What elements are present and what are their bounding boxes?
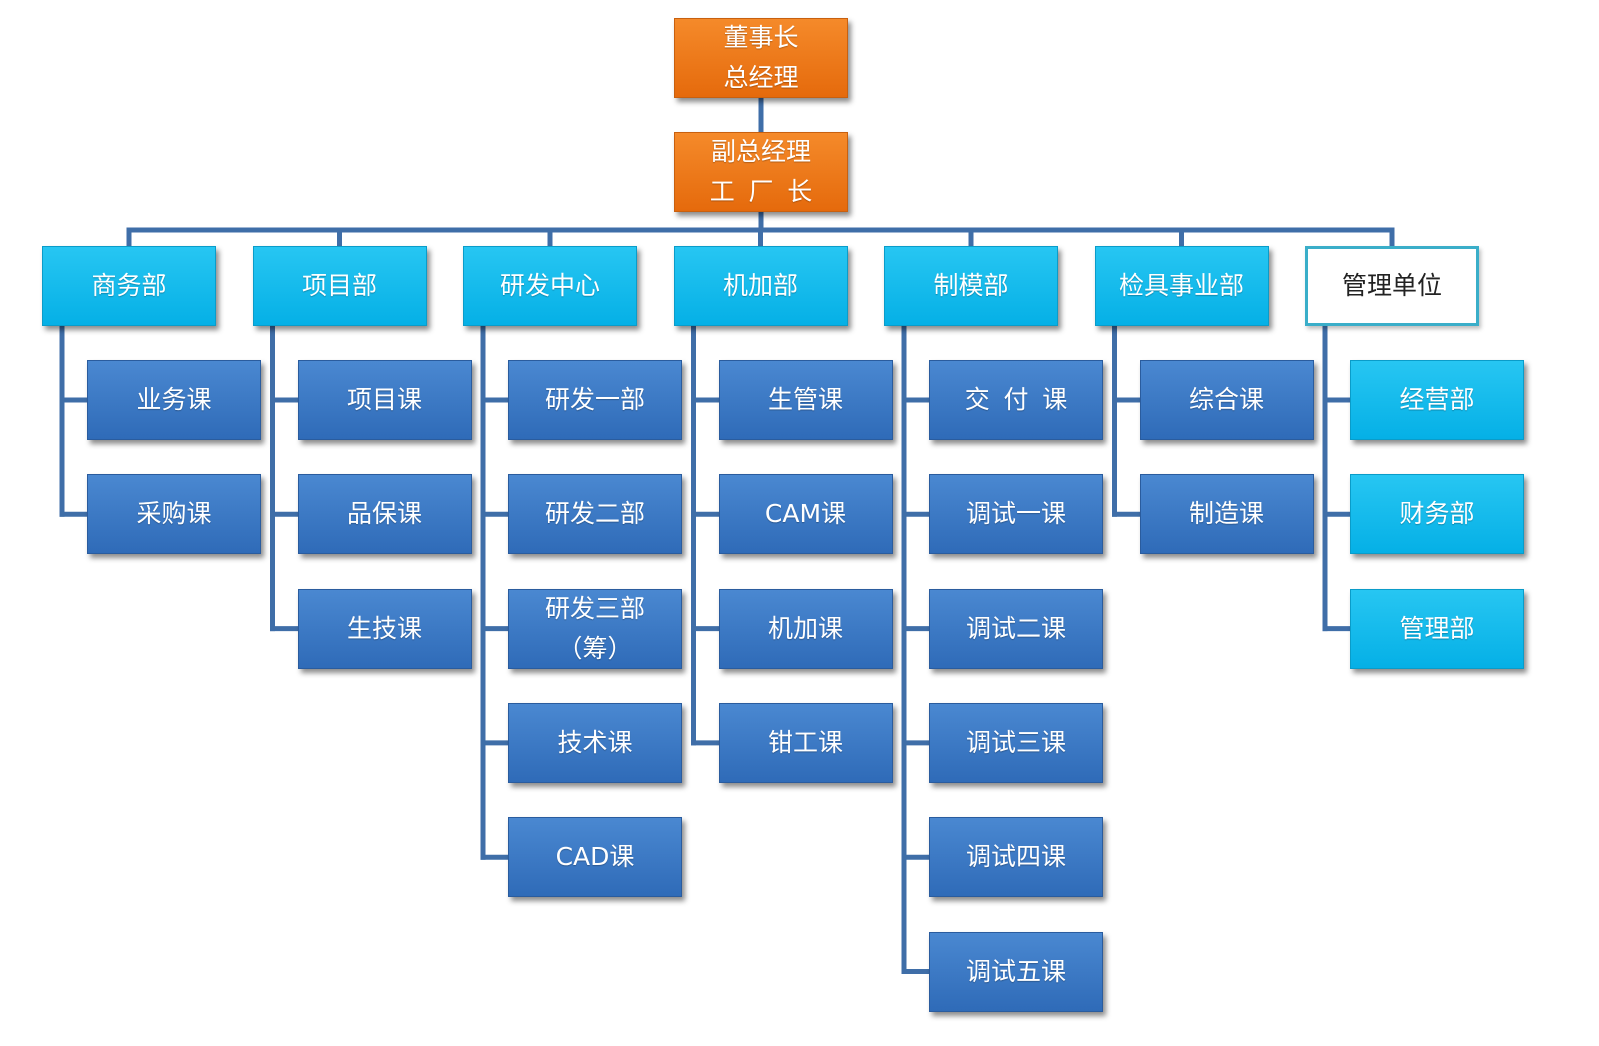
department-box-7: 管理单位	[1305, 246, 1479, 326]
executive-box-2-label: 工厂长	[709, 177, 826, 206]
section-box-4-1-label: 生管课	[767, 385, 843, 414]
section-box-4-2: CAM课	[718, 474, 893, 555]
section-box-5-4: 调试三课	[929, 702, 1103, 783]
section-box-4-3: 机加课	[718, 588, 893, 669]
section-box-2-1-label: 项目课	[346, 385, 422, 414]
section-box-1-2: 采购课	[87, 474, 261, 555]
section-box-7-2: 财务部	[1350, 474, 1524, 555]
section-box-2-1: 项目课	[297, 360, 472, 440]
department-box-5: 制模部	[884, 246, 1058, 326]
section-box-7-3-label: 管理部	[1399, 613, 1475, 643]
executive-box-2-label: 副总经理	[710, 137, 811, 166]
section-box-5-6: 调试五课	[929, 931, 1103, 1012]
executive-box-2: 副总经理工厂长	[674, 132, 848, 212]
section-box-2-3: 生技课	[297, 588, 472, 669]
section-box-2-2-label: 品保课	[346, 499, 422, 529]
section-box-5-5: 调试四课	[929, 817, 1103, 898]
section-box-4-4: 钳工课	[718, 702, 893, 783]
section-box-7-2-label: 财务部	[1399, 499, 1475, 529]
department-box-2: 项目部	[252, 246, 427, 326]
section-box-7-1: 经营部	[1350, 360, 1524, 440]
department-box-6-label: 检具事业部	[1118, 271, 1244, 300]
department-box-1: 商务部	[42, 246, 216, 326]
section-box-3-4-label: 技术课	[557, 727, 633, 757]
section-box-3-4: 技术课	[508, 702, 682, 783]
section-box-1-2-label: 采购课	[136, 499, 212, 529]
section-box-2-3-label: 生技课	[346, 613, 422, 643]
section-box-7-3: 管理部	[1350, 588, 1524, 669]
executive-box-1-label: 董事长	[723, 23, 799, 52]
section-box-3-5-label: CAD课	[555, 842, 635, 872]
section-box-5-6-label: 调试五课	[965, 956, 1066, 986]
section-box-3-1: 研发一部	[508, 360, 682, 440]
section-box-4-4-label: 钳工课	[767, 727, 843, 757]
section-box-7-1-label: 经营部	[1399, 385, 1475, 414]
section-box-5-1-label: 交付课	[964, 385, 1081, 414]
section-box-5-3-label: 调试二课	[965, 613, 1066, 643]
section-box-6-1: 综合课	[1139, 360, 1314, 440]
department-box-4: 机加部	[673, 246, 848, 326]
section-box-6-2-label: 制造课	[1188, 499, 1264, 529]
section-box-3-1-label: 研发一部	[544, 385, 645, 414]
section-box-5-5-label: 调试四课	[965, 842, 1066, 872]
section-box-3-3-label: （筹）	[557, 633, 633, 663]
section-box-4-2-label: CAM课	[764, 499, 847, 529]
section-box-4-1: 生管课	[718, 360, 893, 440]
department-box-3-label: 研发中心	[499, 271, 600, 300]
section-box-6-2: 制造课	[1139, 474, 1314, 555]
department-box-1-label: 商务部	[91, 271, 167, 300]
section-box-2-2: 品保课	[297, 474, 472, 555]
section-box-5-2: 调试一课	[929, 474, 1103, 555]
section-box-5-1: 交付课	[929, 360, 1103, 440]
section-box-3-3-label: 研发三部	[544, 593, 645, 623]
section-box-5-3: 调试二课	[929, 588, 1103, 669]
executive-box-1: 董事长总经理	[674, 18, 848, 98]
department-box-2-label: 项目部	[301, 271, 377, 300]
section-box-5-4-label: 调试三课	[965, 727, 1066, 757]
department-box-6: 检具事业部	[1094, 246, 1269, 326]
section-box-4-3-label: 机加课	[767, 613, 843, 643]
section-box-3-2: 研发二部	[508, 474, 682, 555]
section-box-6-1-label: 综合课	[1188, 385, 1264, 414]
department-box-4-label: 机加部	[722, 271, 798, 300]
department-box-5-label: 制模部	[933, 271, 1009, 300]
executive-box-1-label: 总经理	[723, 63, 799, 92]
department-box-3: 研发中心	[463, 246, 637, 326]
section-box-5-2-label: 调试一课	[965, 499, 1066, 529]
section-box-1-1: 业务课	[87, 360, 261, 440]
section-box-1-1-label: 业务课	[136, 385, 212, 414]
section-box-3-3: 研发三部 （筹）	[508, 588, 682, 669]
section-box-3-5: CAD课	[508, 817, 682, 898]
department-box-7-label: 管理单位	[1341, 271, 1442, 300]
section-box-3-2-label: 研发二部	[544, 499, 645, 529]
